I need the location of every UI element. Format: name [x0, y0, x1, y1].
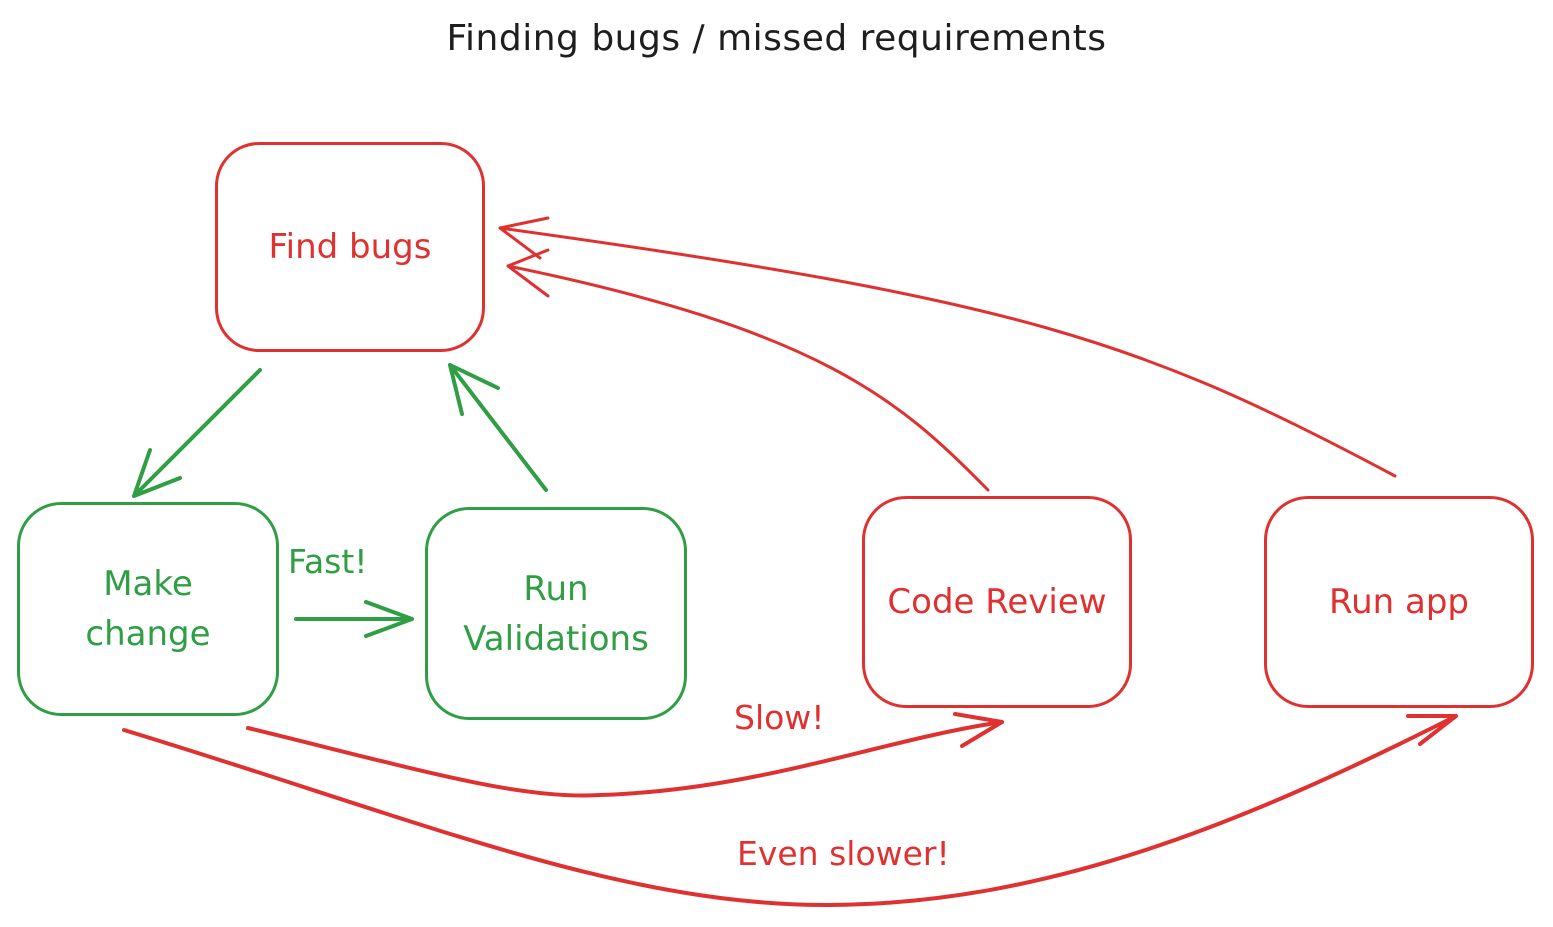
arrow-app-to-find [498, 216, 1397, 478]
arrow-make-to-validate [294, 600, 414, 638]
edge-label-slow: Slow! [734, 698, 825, 737]
edge-label-fast: Fast! [288, 542, 368, 581]
node-run-app[interactable]: Run app [1264, 496, 1534, 708]
node-make-change-label: Make change [85, 564, 211, 654]
arrow-make-to-app [122, 714, 1458, 908]
node-find-bugs-label: Find bugs [268, 227, 432, 267]
node-run-validations-label: Run Validations [463, 568, 649, 659]
arrow-make-to-review [246, 712, 1004, 798]
node-run-app-label: Run app [1328, 582, 1469, 622]
node-run-validations[interactable]: Run Validations [425, 507, 687, 720]
node-code-review-label: Code Review [887, 582, 1107, 622]
diagram-title: Finding bugs / missed requirements [446, 18, 1107, 59]
arrow-review-to-find [506, 248, 990, 492]
edge-label-even-slower: Even slower! [737, 834, 950, 873]
node-code-review[interactable]: Code Review [862, 496, 1132, 708]
arrow-validate-to-find [448, 363, 548, 492]
node-make-change[interactable]: Make change [17, 502, 279, 716]
arrow-find-to-make [132, 368, 262, 498]
node-find-bugs[interactable]: Find bugs [215, 142, 485, 352]
